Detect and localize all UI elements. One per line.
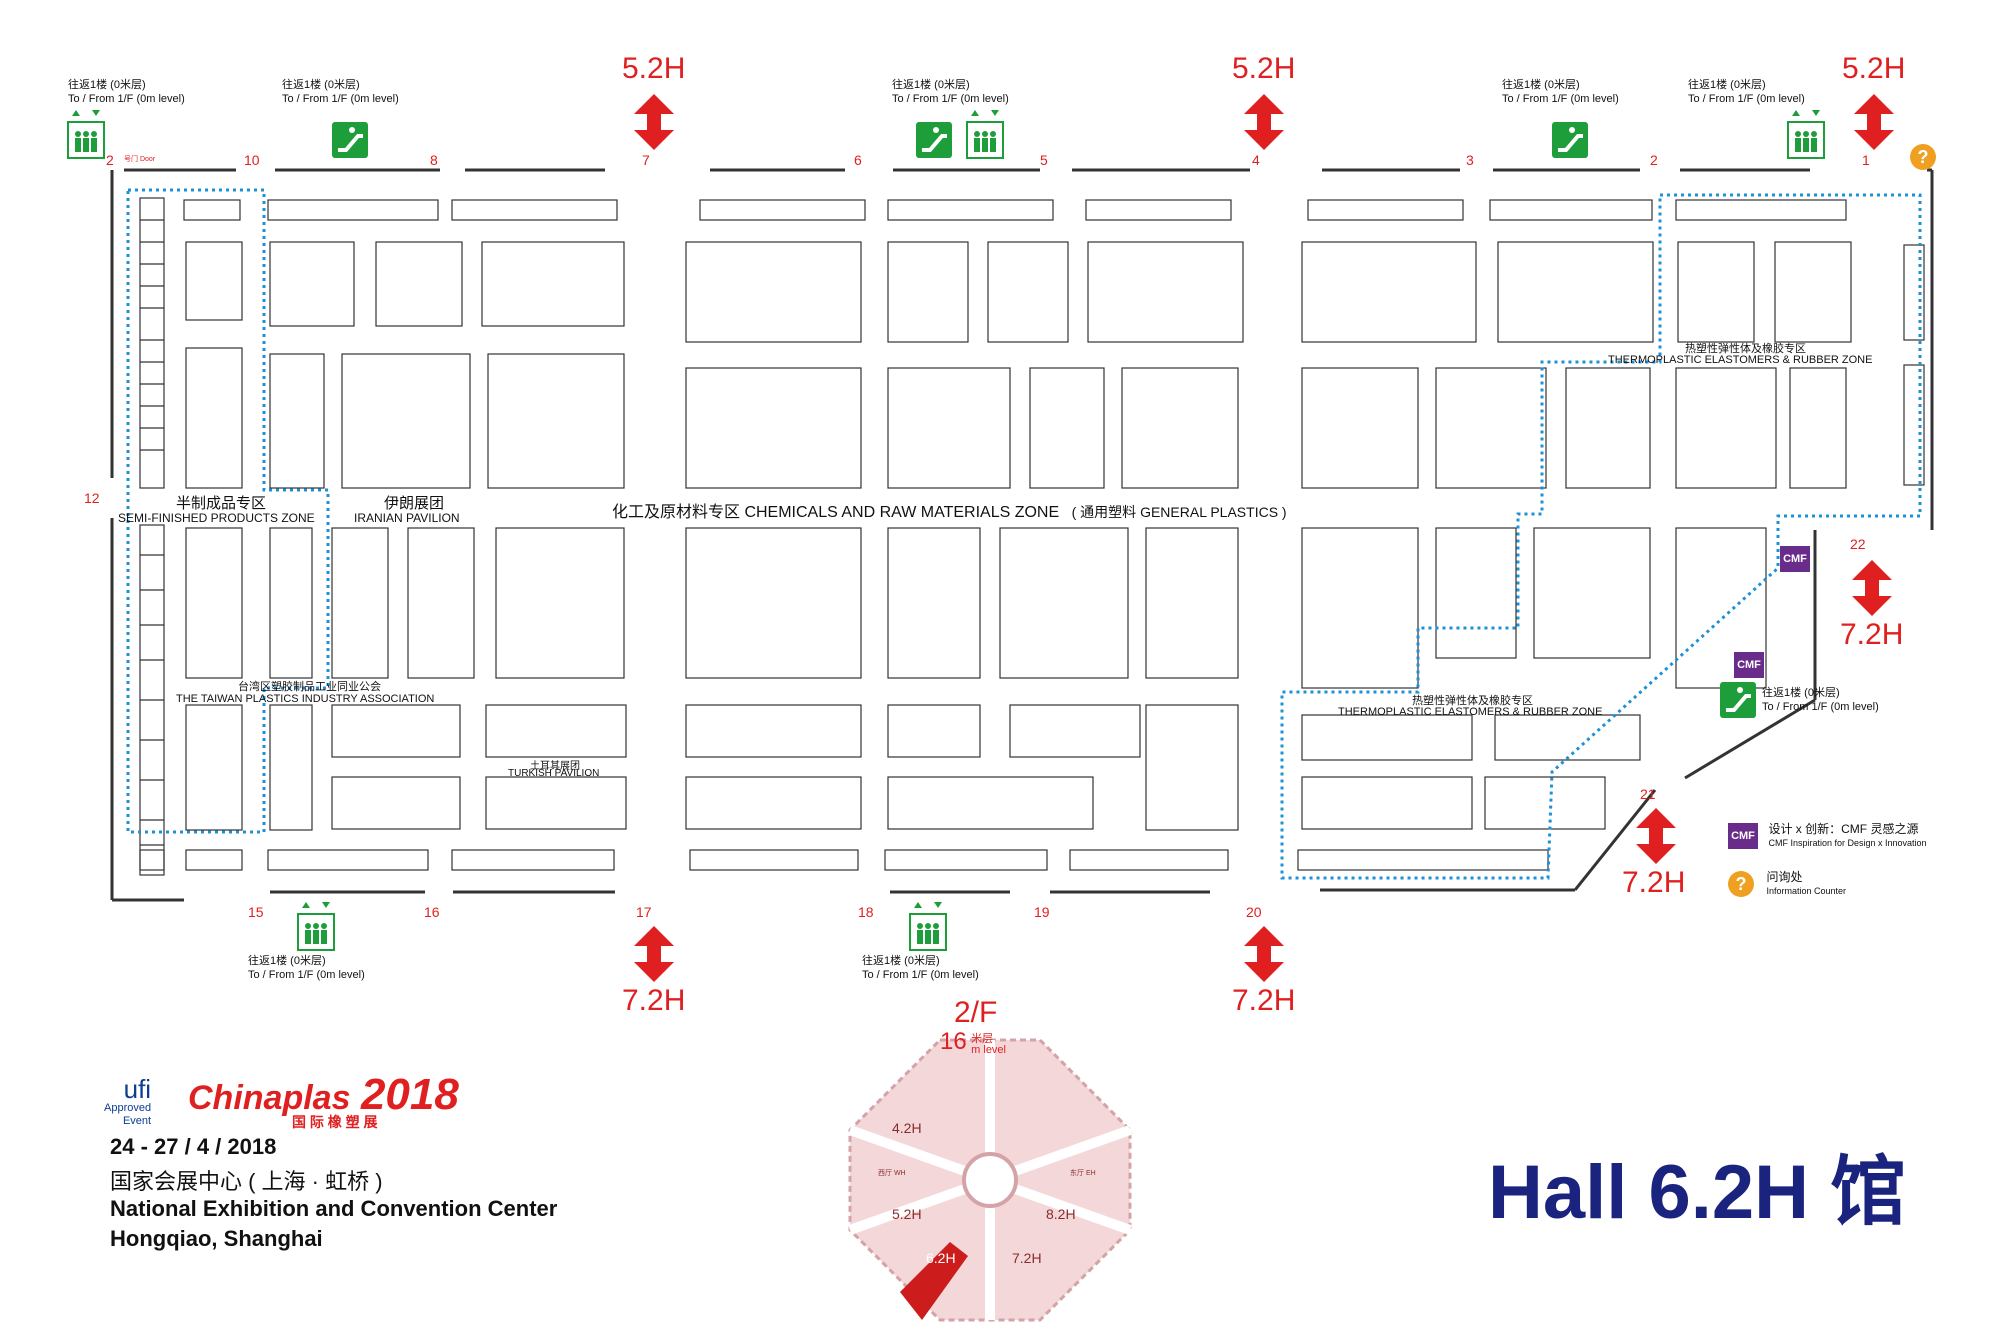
access-caption: 往返1楼 (0米层)To / From 1/F (0m level) [862,955,979,981]
escalator-icon [914,120,954,160]
info-counter-icon: ? [1910,144,1936,170]
cmf-badge-icon: CMF [1780,546,1810,572]
escalator-icon [330,120,370,160]
elevator-icon [966,109,1004,159]
escalator-icon [1550,120,1590,160]
zone-label-general-plastics: ( 通用塑料 GENERAL PLASTICS ) [1071,504,1287,520]
door-label: 22 [1850,536,1866,552]
up-down-arrow-icon [634,94,674,150]
elevator-icon [909,901,947,951]
access-caption: 往返1楼 (0米层)To / From 1/F (0m level) [892,79,1009,105]
venue-cn: 国家会展中心 ( 上海 · 虹桥 ) [110,1169,383,1194]
up-down-arrow-icon [1244,926,1284,982]
door-label: 8 [430,152,438,168]
hall-label-7-2h: 7.2H [1232,984,1296,1017]
access-caption: 往返1楼 (0米层)To / From 1/F (0m level) [248,955,365,981]
door-label: 2 [1650,152,1658,168]
door-label: 19 [1034,904,1050,920]
door-sub-label: 号门 Door [124,156,156,163]
up-down-arrow-icon [1854,94,1894,150]
door-label: 21 [1640,786,1656,802]
hall-label-7-2h: 7.2H [622,984,686,1017]
hall-label-5-2h: 5.2H [622,52,686,85]
hall-title: Hall 6.2H 馆 [1488,1150,1907,1235]
locator-hall-6-2h: 6.2H [926,1250,956,1266]
cmf-badge-icon: CMF [1728,823,1758,849]
zone-label-turkey-en: TURKISH PAVILION [508,768,600,779]
access-caption: 往返1楼 (0米层)To / From 1/F (0m level) [1502,79,1619,105]
zone-label-chemicals: 化工及原材料专区 CHEMICALS AND RAW MATERIALS ZON… [612,504,1287,521]
door-label: 18 [858,904,874,920]
up-down-arrow-icon [634,926,674,982]
access-caption: 往返1楼 (0米层)To / From 1/F (0m level) [1762,687,1879,713]
door-label: 1 [1862,152,1870,168]
elevator-icon [67,109,105,159]
locator-east-hall: 东厅 EH [1070,1170,1096,1177]
zone-label-taiwan-en: THE TAIWAN PLASTICS INDUSTRY ASSOCIATION [176,693,435,705]
zone-label-tpe-en-bottom: THERMOPLASTIC ELASTOMERS & RUBBER ZONE [1338,706,1603,718]
ufi-logo: ufi Approved Event [104,1074,152,1127]
chinaplas-logo: Chinaplas 2018 国 际 橡 塑 展 [188,1070,459,1130]
hall-label-5-2h: 5.2H [1842,52,1906,85]
floor-locator-map [848,1038,1132,1322]
door-label: 12 [84,490,100,506]
zone-label-iran-en: IRANIAN PAVILION [354,511,460,525]
door-label: 16 [424,904,440,920]
door-label: 4 [1252,152,1260,168]
floor-level: 16 米层 m level [940,1028,1006,1056]
zone-label-turkey-cn: 土耳其展团 [530,761,580,772]
locator-hall-8-2h: 8.2H [1046,1206,1076,1222]
access-caption: 往返1楼 (0米层)To / From 1/F (0m level) [68,79,185,105]
locator-west-hall: 西厅 WH [878,1170,906,1177]
cmf-badge-icon: CMF [1734,652,1764,678]
zone-label-semi-cn: 半制成品专区 [176,495,267,512]
locator-hall-5-2h: 5.2H [892,1206,922,1222]
zone-label-taiwan-cn: 台湾区塑胶制品工业同业公会 [238,681,381,693]
legend-info: ? 问询处 Information Counter [1728,870,1846,898]
legend-cmf: CMF 设计 x 创新：CMF 灵感之源 CMF Inspiration for… [1728,822,1927,850]
locator-hall-4-2h: 4.2H [892,1120,922,1136]
zone-label-tpe-cn-top: 热塑性弹性体及橡胶专区 [1685,343,1806,355]
door-label: 17 [636,904,652,920]
floor-label: 2/F [954,996,998,1029]
hall-label-7-2h: 7.2H [1622,866,1686,899]
door-label: 6 [854,152,862,168]
door-label: 15 [248,904,264,920]
locator-hall-7-2h: 7.2H [1012,1250,1042,1266]
door-10: 2 [106,152,114,168]
door-label: 5 [1040,152,1048,168]
up-down-arrow-icon [1244,94,1284,150]
zone-label-iran-cn: 伊朗展团 [384,495,445,512]
zone-label-tpe-en-top: THERMOPLASTIC ELASTOMERS & RUBBER ZONE [1608,354,1873,366]
access-caption: 往返1楼 (0米层)To / From 1/F (0m level) [282,79,399,105]
door-label: 7 [642,152,650,168]
zone-outlines [126,188,1922,880]
info-icon: ? [1728,871,1754,897]
zone-label-semi-en: SEMI-FINISHED PRODUCTS ZONE [118,511,315,525]
escalator-icon [1718,680,1758,720]
up-down-arrow-icon [1636,808,1676,864]
venue-en-2: Hongqiao, Shanghai [110,1226,323,1251]
elevator-icon [1787,109,1825,159]
hall-walls [110,168,1934,902]
door-label: 3 [1466,152,1474,168]
access-caption: 往返1楼 (0米层)To / From 1/F (0m level) [1688,79,1805,105]
hall-label-5-2h: 5.2H [1232,52,1296,85]
zone-label-tpe-cn-bottom: 热塑性弹性体及橡胶专区 [1412,695,1533,707]
door-label: 20 [1246,904,1262,920]
elevator-icon [297,901,335,951]
venue-en-1: National Exhibition and Convention Cente… [110,1196,558,1221]
hall-label-7-2h: 7.2H [1840,618,1904,651]
door-label: 10 [244,152,260,168]
up-down-arrow-icon [1852,560,1892,616]
event-dates: 24 - 27 / 4 / 2018 [110,1134,277,1159]
